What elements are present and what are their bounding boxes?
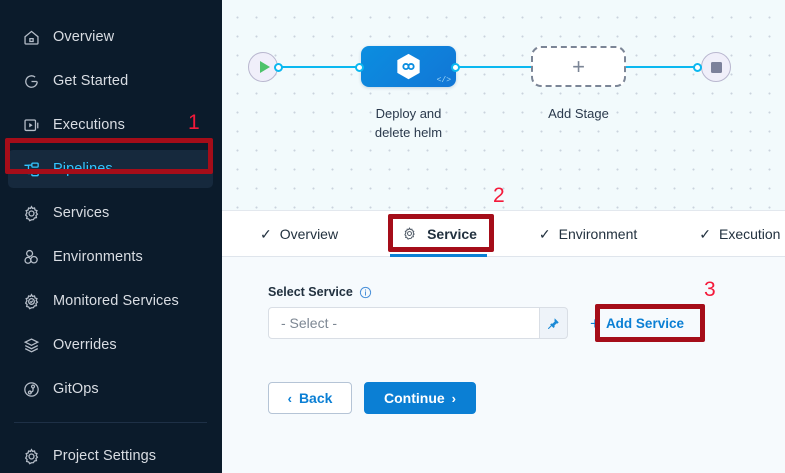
end-port[interactable] bbox=[693, 62, 702, 72]
connector-line-2 bbox=[456, 66, 536, 68]
chevron-right-icon: › bbox=[451, 390, 456, 406]
select-service-input[interactable]: - Select - bbox=[268, 307, 540, 339]
tab-execution[interactable]: ✓ Execution bbox=[681, 210, 785, 257]
stage-label-line2: delete helm bbox=[374, 125, 443, 140]
play-icon bbox=[259, 61, 270, 73]
check-icon: ✓ bbox=[699, 225, 711, 242]
add-stage-button[interactable]: + bbox=[531, 46, 626, 87]
gear-icon bbox=[400, 224, 419, 243]
select-service-row: - Select - + Add Service bbox=[268, 307, 785, 339]
sidebar-item-environments[interactable]: Environments bbox=[8, 238, 213, 276]
add-stage-label: Add Stage bbox=[548, 106, 609, 121]
sidebar-item-project-settings[interactable]: Project Settings bbox=[8, 437, 213, 473]
gear-icon bbox=[22, 204, 41, 223]
sidebar-item-label: GitOps bbox=[53, 381, 99, 397]
stage-tabbar: ✓ Overview Service ✓ Environment ✓ Execu… bbox=[222, 210, 785, 257]
get-started-icon bbox=[22, 72, 41, 91]
sidebar-item-executions[interactable]: Executions bbox=[8, 106, 213, 144]
check-icon: ✓ bbox=[538, 225, 551, 242]
tab-label: Service bbox=[427, 225, 477, 242]
sidebar-item-label: Executions bbox=[53, 117, 125, 133]
sidebar-item-label: Project Settings bbox=[53, 448, 157, 464]
form-actions: ‹ Back Continue › bbox=[268, 382, 785, 414]
end-stop-node[interactable] bbox=[701, 52, 731, 82]
pipeline-stage-node[interactable]: </> bbox=[361, 46, 456, 87]
sidebar-item-label: Overview bbox=[53, 29, 115, 45]
stage-out-port[interactable] bbox=[451, 62, 460, 72]
sidebar-item-label: Monitored Services bbox=[53, 293, 179, 309]
select-service-label: Select Service bbox=[268, 285, 353, 299]
connector-line-3 bbox=[626, 66, 698, 68]
select-placeholder: - Select - bbox=[281, 315, 338, 331]
back-label: Back bbox=[298, 390, 333, 406]
sidebar-item-services[interactable]: Services bbox=[8, 194, 213, 232]
tab-label: Execution bbox=[718, 225, 781, 242]
tab-environment[interactable]: ✓ Environment bbox=[521, 210, 655, 257]
sidebar-item-get-started[interactable]: Get Started bbox=[8, 62, 213, 100]
environments-icon bbox=[22, 248, 41, 267]
sidebar-item-label: Pipelines bbox=[53, 161, 113, 177]
info-icon[interactable] bbox=[359, 286, 372, 299]
stop-icon bbox=[710, 61, 722, 73]
pin-button[interactable] bbox=[540, 307, 568, 339]
sidebar-item-label: Services bbox=[53, 205, 110, 221]
pipeline-flow: </> + bbox=[222, 44, 785, 90]
sidebar-item-gitops[interactable]: GitOps bbox=[8, 370, 213, 408]
tab-overview[interactable]: ✓ Overview bbox=[242, 210, 356, 257]
layers-icon bbox=[22, 336, 41, 355]
pipeline-canvas[interactable]: </> + Deploy and delete helm Add Stage bbox=[222, 0, 785, 210]
chevron-left-icon: ‹ bbox=[287, 390, 292, 406]
continue-label: Continue bbox=[384, 390, 445, 406]
service-form: Select Service - Select - bbox=[222, 257, 785, 473]
tab-service[interactable]: Service bbox=[382, 210, 495, 257]
sidebar-divider bbox=[14, 422, 207, 423]
code-badge-icon: </> bbox=[436, 76, 451, 85]
start-play-node[interactable] bbox=[248, 52, 278, 82]
pipelines-icon bbox=[22, 160, 41, 179]
tab-label: Overview bbox=[279, 225, 339, 242]
monitored-services-icon bbox=[22, 292, 41, 311]
sidebar-item-label: Overrides bbox=[53, 337, 117, 353]
executions-icon bbox=[22, 116, 41, 135]
stage-in-port[interactable] bbox=[355, 62, 364, 72]
sidebar-item-pipelines[interactable]: Pipelines bbox=[8, 150, 213, 188]
main-content: </> + Deploy and delete helm Add Stage bbox=[222, 0, 785, 473]
tab-label: Environment bbox=[558, 225, 638, 242]
start-port[interactable] bbox=[274, 62, 283, 72]
plus-icon: + bbox=[590, 313, 600, 333]
gitops-icon bbox=[22, 380, 41, 399]
sidebar-item-label: Environments bbox=[53, 249, 143, 265]
add-service-label: Add Service bbox=[605, 315, 684, 331]
sidebar-item-overrides[interactable]: Overrides bbox=[8, 326, 213, 364]
harness-hexagon-icon bbox=[397, 53, 420, 79]
back-button[interactable]: ‹ Back bbox=[268, 382, 352, 414]
plus-icon: + bbox=[572, 53, 585, 79]
add-service-button[interactable]: + Add Service bbox=[590, 315, 684, 332]
connector-line-1 bbox=[278, 66, 360, 68]
sidebar-item-overview[interactable]: Overview bbox=[8, 18, 213, 56]
home-icon bbox=[22, 28, 41, 47]
sidebar-item-monitored-services[interactable]: Monitored Services bbox=[8, 282, 213, 320]
select-service-label-row: Select Service bbox=[268, 285, 785, 299]
stage-label: Deploy and delete helm bbox=[361, 104, 456, 142]
continue-button[interactable]: Continue › bbox=[364, 382, 476, 414]
pin-icon bbox=[548, 317, 559, 329]
check-icon: ✓ bbox=[260, 225, 272, 242]
gear-icon bbox=[22, 447, 41, 466]
stage-label-line1: Deploy and bbox=[375, 106, 442, 121]
sidebar-item-label: Get Started bbox=[53, 73, 129, 89]
sidebar: Overview Get Started Executions Pipeline… bbox=[0, 0, 222, 473]
